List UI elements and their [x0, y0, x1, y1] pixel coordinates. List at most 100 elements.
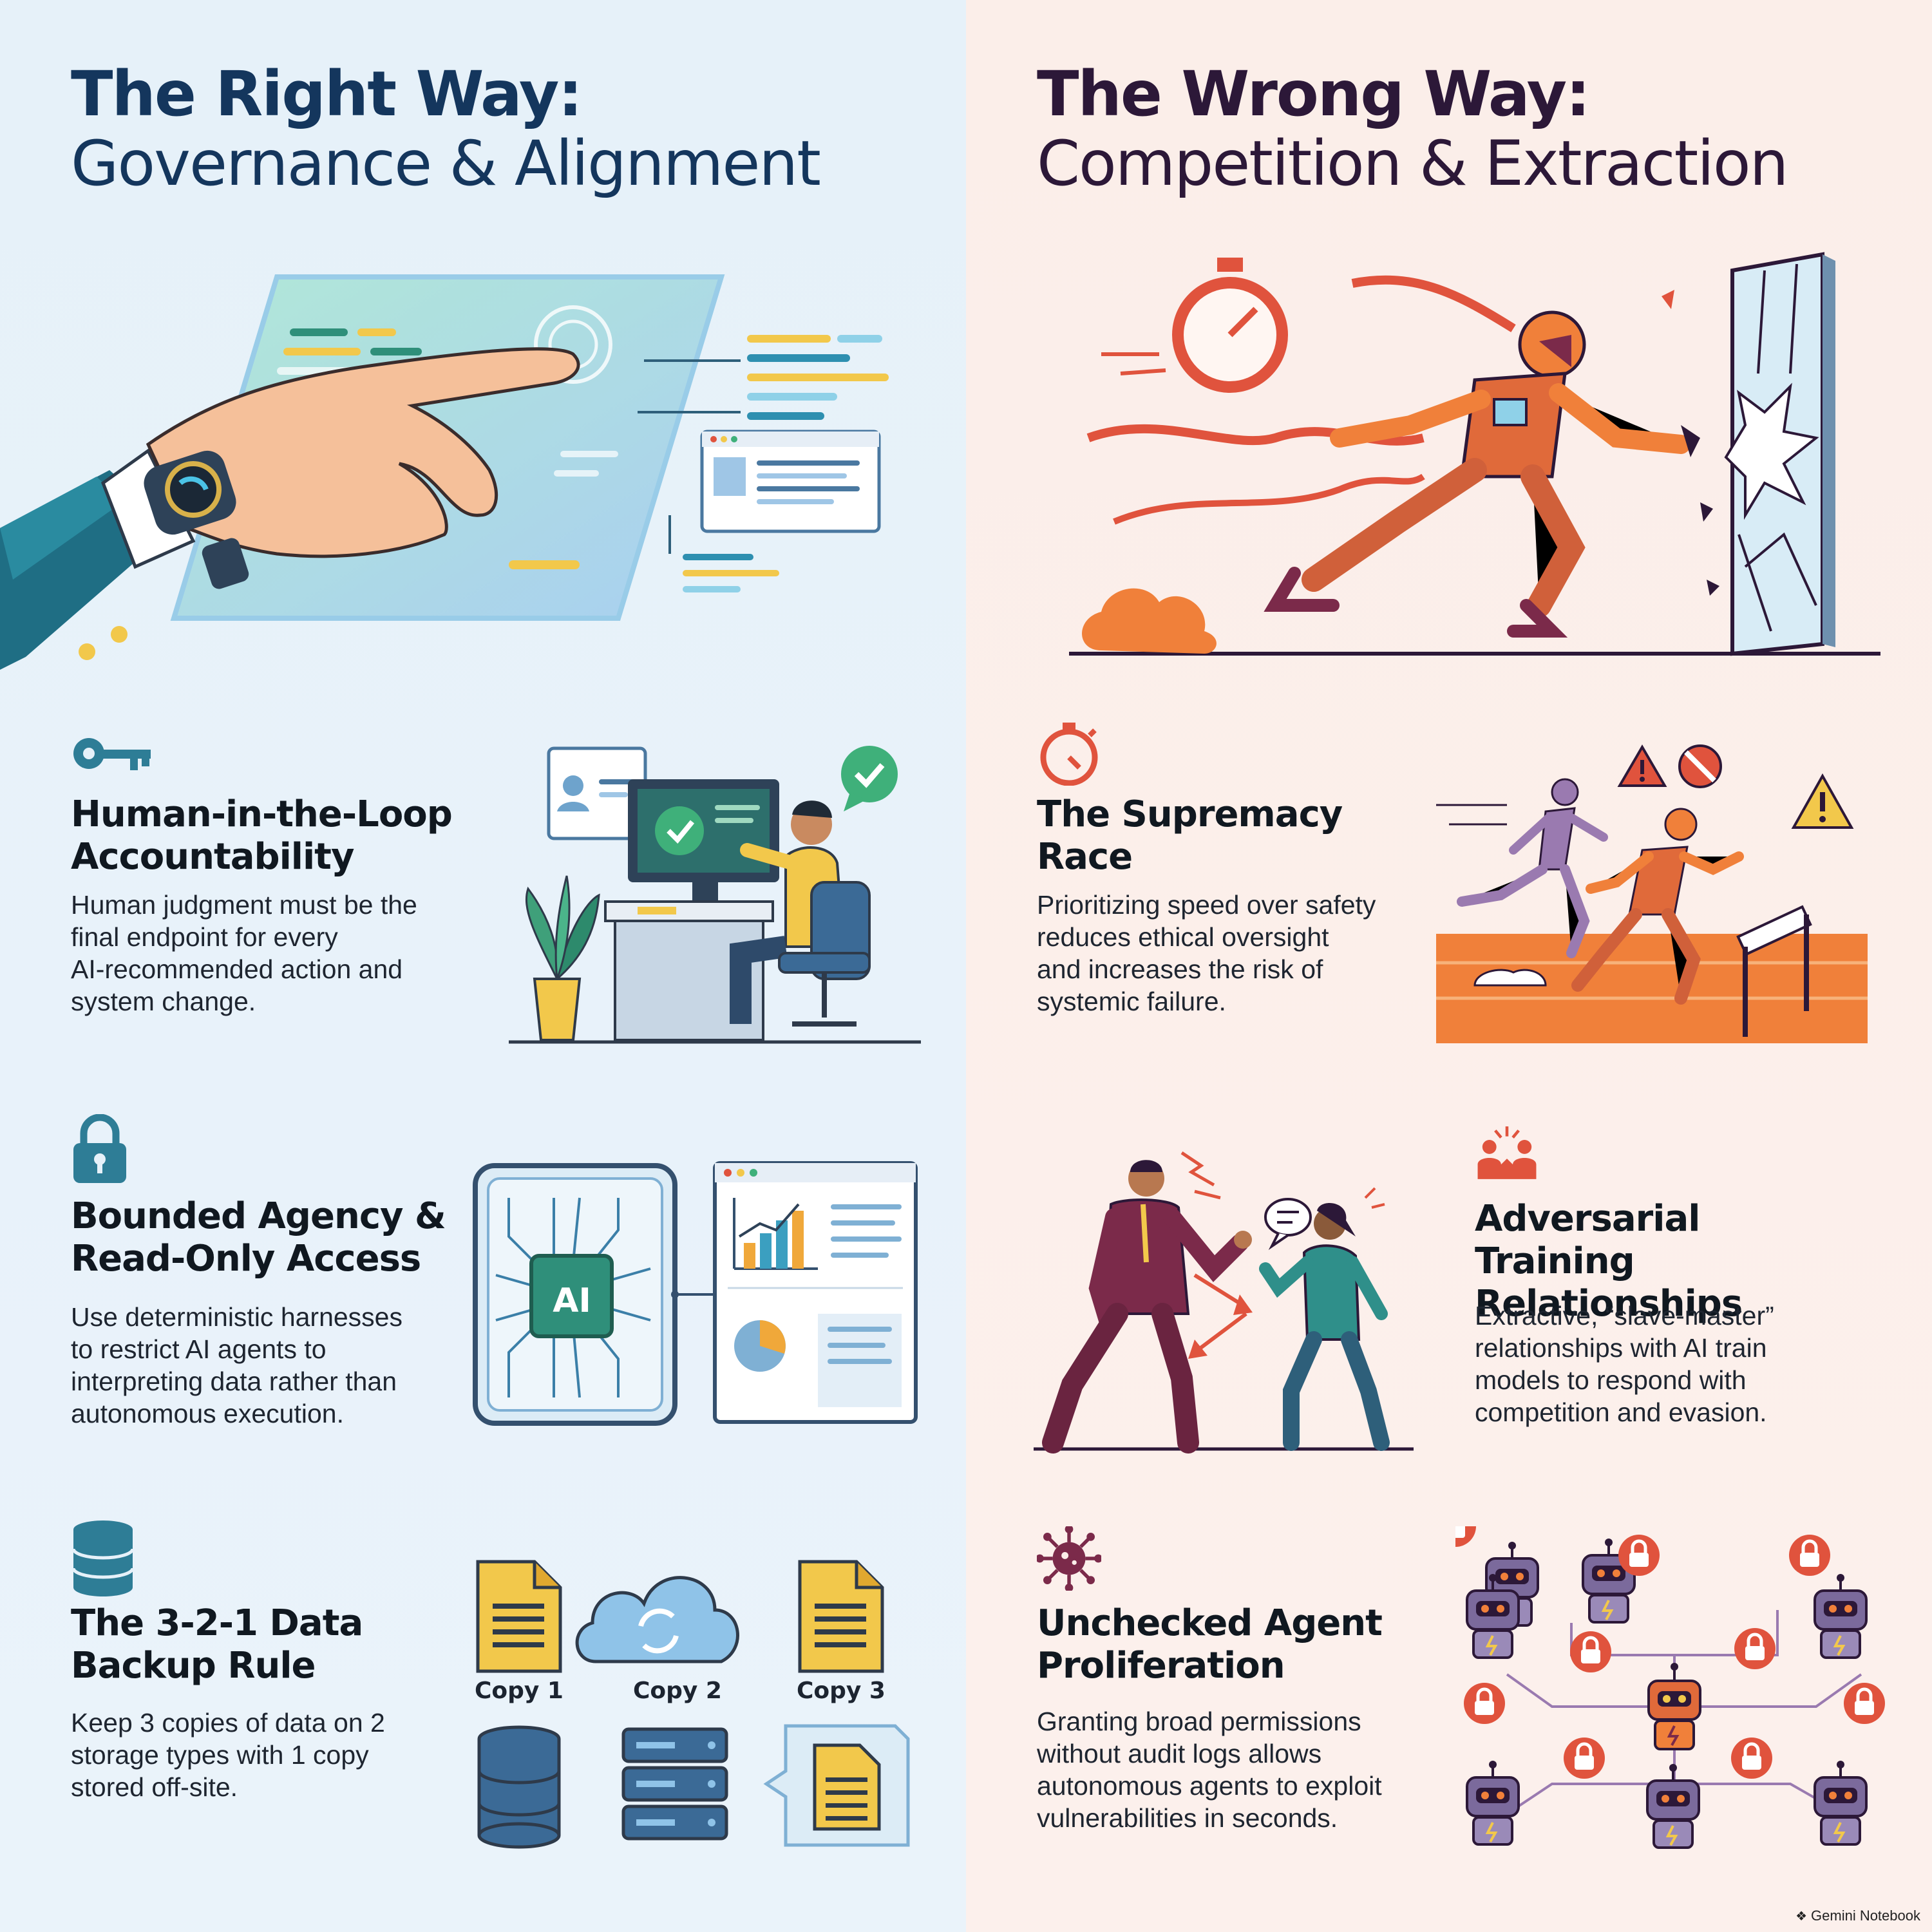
shattered-glass-icon	[1662, 252, 1835, 656]
ai-chip-frame-icon	[473, 1163, 677, 1426]
network-lines	[1506, 1610, 1862, 1811]
body-line: to restrict AI agents to	[71, 1334, 327, 1364]
body-line: Prioritizing speed over safety	[1037, 890, 1376, 920]
section-title-line: Read-Only Access	[71, 1238, 421, 1280]
checkmark-bubble-icon	[841, 746, 898, 811]
section-body: Extractive, “slave-master” relationships…	[1475, 1300, 1774, 1428]
copy-3-label: Copy 3	[797, 1678, 886, 1704]
ai-chip-dashboard-illustration: AI	[470, 1159, 921, 1430]
anger-spark-icon	[1180, 1151, 1221, 1200]
offsite-document-icon	[763, 1724, 910, 1847]
dust-cloud-icon	[1082, 588, 1217, 654]
person-at-computer-illustration	[509, 746, 921, 1044]
body-line: storage types with 1 copy	[71, 1740, 369, 1770]
section-title-line: The Supremacy	[1037, 793, 1343, 835]
wrong-way-title-line1: The Wrong Way:	[1037, 58, 1591, 130]
lock-badge-icon	[1844, 1683, 1885, 1724]
section-bounded-agency: Bounded Agency & Read-Only Access Use de…	[71, 1114, 457, 1449]
body-line: Granting broad permissions	[1037, 1707, 1361, 1736]
section-title-line: Accountability	[71, 836, 354, 878]
section-title-line: Race	[1037, 836, 1133, 878]
body-line: vulnerabilities in seconds.	[1037, 1803, 1338, 1833]
stopwatch-icon	[1101, 258, 1288, 393]
lock-badge-icon	[1455, 1526, 1476, 1547]
section-unchecked-agent-proliferation: Unchecked Agent Proliferation Granting b…	[1037, 1526, 1423, 1835]
body-line: Extractive, “slave-master”	[1475, 1301, 1774, 1331]
robot-agent-icon	[1646, 1763, 1700, 1849]
warning-sign-icon	[1617, 744, 1667, 787]
body-line: reduces ethical oversight	[1037, 922, 1329, 952]
section-title-line: Proliferation	[1037, 1645, 1285, 1687]
right-way-panel: The Right Way: Governance & Alignment	[0, 0, 966, 1932]
conflict-arrows-icon	[1188, 1273, 1253, 1359]
copy-2-label: Copy 2	[633, 1678, 722, 1704]
cloud-sync-icon	[575, 1576, 739, 1663]
warning-sign-icon	[1791, 773, 1854, 829]
section-title: Bounded Agency & Read-Only Access	[71, 1195, 446, 1280]
section-title-line: Adversarial Training	[1475, 1198, 1700, 1282]
two-people-conflict-illustration	[1034, 1151, 1414, 1454]
lock-badge-icon	[1731, 1738, 1772, 1779]
body-line: system change.	[71, 987, 256, 1016]
key-icon	[73, 738, 151, 770]
brand-label: Gemini Notebook	[1811, 1908, 1920, 1924]
document-icon	[476, 1560, 562, 1673]
body-line: interpreting data rather than	[71, 1367, 397, 1396]
section-title-line: Human-in-the-Loop	[71, 793, 453, 835]
right-way-title-line2: Governance & Alignment	[71, 128, 821, 200]
body-line: final endpoint for every	[71, 922, 338, 952]
brand-watermark: ❖ Gemini Notebook	[1795, 1908, 1920, 1924]
lock-icon	[73, 1114, 126, 1183]
body-line: systemic failure.	[1037, 987, 1226, 1016]
robot-runner-icon	[1436, 778, 1608, 958]
section-title: The 3-2-1 Data Backup Rule	[71, 1602, 363, 1687]
section-title-line: The 3-2-1 Data	[71, 1602, 363, 1644]
robot-agent-icon	[1466, 1759, 1520, 1846]
body-line: relationships with AI train	[1475, 1333, 1767, 1363]
section-human-in-the-loop: Human-in-the-Loop Accountability Human j…	[71, 734, 457, 1056]
section-title-line: Bounded Agency &	[71, 1195, 446, 1237]
wrong-way-title: The Wrong Way: Competition & Extraction	[1037, 58, 1788, 198]
body-line: and increases the risk of	[1037, 954, 1323, 984]
database-icon	[71, 1520, 135, 1596]
body-line: Human judgment must be the	[71, 890, 417, 920]
hand-icon	[0, 347, 580, 670]
plant-icon	[525, 875, 600, 1041]
robot-agent-icon	[1814, 1573, 1868, 1659]
copy-1-label: Copy 1	[475, 1678, 564, 1704]
section-body: Use deterministic harnesses to restrict …	[71, 1301, 402, 1430]
section-title: The Supremacy Race	[1037, 793, 1343, 878]
robot-agent-icon	[1814, 1759, 1868, 1846]
body-line: AI-recommended action and	[71, 954, 403, 984]
robot-runner-icon	[1264, 310, 1690, 638]
lock-badge-icon	[1464, 1683, 1505, 1724]
section-title: Unchecked Agent Proliferation	[1037, 1602, 1383, 1687]
body-line: without audit logs allows	[1037, 1739, 1322, 1768]
virus-icon	[1037, 1526, 1101, 1591]
woman-icon	[1259, 1187, 1390, 1451]
lock-badge-icon	[1618, 1535, 1660, 1576]
body-line: competition and evasion.	[1475, 1397, 1767, 1427]
body-line: Keep 3 copies of data on 2	[71, 1708, 385, 1738]
monitor-icon	[628, 779, 779, 902]
right-way-title-line1: The Right Way:	[71, 58, 583, 130]
central-robot-agent-icon	[1647, 1663, 1701, 1750]
section-body: Granting broad permissions without audit…	[1037, 1705, 1382, 1834]
section-title-line: Relationships	[1475, 1283, 1743, 1325]
body-line: Use deterministic harnesses	[71, 1302, 402, 1332]
database-icon	[477, 1725, 561, 1849]
stopwatch-icon	[1040, 723, 1098, 786]
section-body: Human judgment must be the final endpoin…	[71, 889, 417, 1018]
hurdle-icon	[1736, 905, 1812, 1037]
lock-badge-icon	[1564, 1738, 1605, 1779]
body-line: autonomous agents to exploit	[1037, 1771, 1382, 1801]
gemini-logo-icon: ❖	[1795, 1909, 1808, 1924]
section-title: Adversarial Training Relationships	[1475, 1198, 1861, 1325]
section-body: Prioritizing speed over safety reduces e…	[1037, 889, 1376, 1018]
section-title-line: Backup Rule	[71, 1645, 316, 1687]
right-way-title: The Right Way: Governance & Alignment	[71, 58, 821, 200]
profile-card-icon	[547, 746, 647, 840]
section-title-line: Unchecked Agent	[1037, 1602, 1383, 1644]
backup-copies-illustration: Copy 1 Copy 2 Copy 3	[464, 1552, 914, 1861]
no-entry-sign-icon	[1678, 744, 1722, 788]
